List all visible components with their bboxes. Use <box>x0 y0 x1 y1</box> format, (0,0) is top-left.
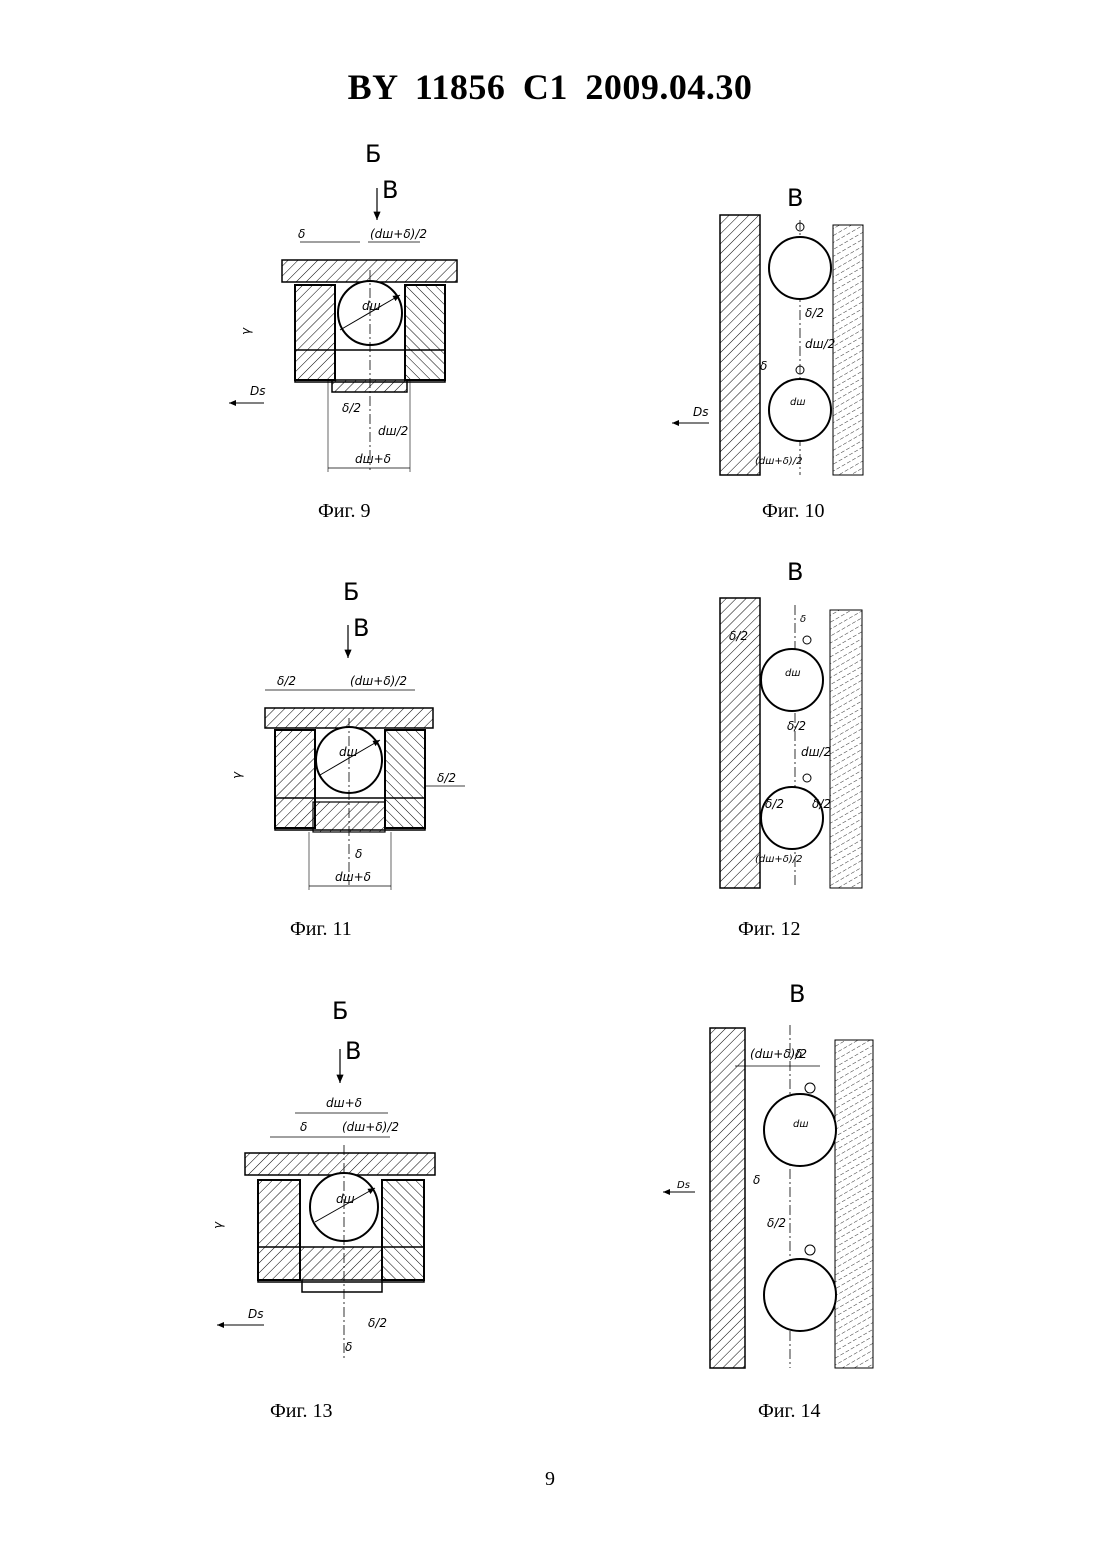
fig11-view-label: В <box>353 614 369 642</box>
figure-11-drawing: Б В δ/2 (dш+δ)/2 dш γ δ/2 δ dш+δ <box>225 570 475 900</box>
fig9-delta-half-label: δ/2 <box>342 401 361 415</box>
fig11-delta-half-right-label: δ/2 <box>437 771 456 785</box>
page-number: 9 <box>0 1468 1100 1491</box>
fig10-caption: Фиг. 10 <box>762 500 824 523</box>
fig11-delta-half-label: δ/2 <box>277 674 296 688</box>
fig9-view-label: В <box>382 176 398 204</box>
figure-13: Б В dш+δ δ (dш+δ)/2 dш γ Ds δ/2 δ <box>210 985 450 1370</box>
fig12-dhalf-label: (dш+δ)/2 <box>755 854 803 865</box>
fig12-dw-half-label: dш/2 <box>801 745 831 759</box>
fig13-delta-half-label: δ/2 <box>368 1316 387 1330</box>
fig12-caption: Фиг. 12 <box>738 918 800 941</box>
document-header: BY 11856 C1 2009.04.30 <box>0 66 1100 108</box>
figure-9-drawing: Б В dш δ (dш+δ)/2 γ Ds δ/2 dш/2 dш+δ <box>220 130 470 485</box>
fig13-view-label: В <box>345 1037 361 1065</box>
fig13-gamma-label: γ <box>211 1221 225 1229</box>
fig12-delta-label: δ <box>800 614 806 625</box>
fig12-dw-label: dш <box>785 668 801 679</box>
fig11-dhalf-label: (dш+δ)/2 <box>350 674 407 688</box>
fig13-delta-label: δ <box>300 1120 307 1134</box>
fig14-ds-label: Ds <box>677 1180 690 1191</box>
figure-9: Б В dш δ (dш+δ)/2 γ Ds δ/2 dш/2 dш+δ <box>220 130 470 485</box>
figure-12: В δ δ/2 dш δ/2 dш/2 δ/2 δ/2 (dш+δ)/2 <box>715 550 875 890</box>
figure-10: В δ/2 dш/2 δ dш Ds (dш+δ)/2 <box>665 180 875 480</box>
fig9-delta-label: δ <box>298 227 305 241</box>
fig14-caption: Фиг. 14 <box>758 1400 820 1423</box>
fig13-dw-plus-delta-label: dш+δ <box>326 1096 362 1110</box>
fig12-delta-half-b-label: δ/2 <box>812 797 831 811</box>
fig10-dhalf-label: (dш+δ)/2 <box>755 456 803 467</box>
fig12-view-label: В <box>787 558 803 586</box>
fig14-view-label: В <box>789 980 805 1008</box>
fig13-caption: Фиг. 13 <box>270 1400 332 1423</box>
figure-10-drawing: В δ/2 dш/2 δ dш Ds (dш+δ)/2 <box>665 180 875 480</box>
fig12-delta-half-a-label: δ/2 <box>765 797 784 811</box>
fig9-section-label: Б <box>365 140 381 168</box>
fig10-delta-label: δ <box>760 359 767 373</box>
fig14-dw-label: dш <box>793 1119 809 1130</box>
fig13-dhalf-label: (dш+δ)/2 <box>342 1120 399 1134</box>
fig11-section-label: Б <box>343 578 359 606</box>
fig11-caption: Фиг. 11 <box>290 918 352 941</box>
fig13-ds-label: Ds <box>248 1307 264 1321</box>
fig10-ds-label: Ds <box>693 405 709 419</box>
fig11-delta-label: δ <box>355 847 362 861</box>
fig10-delta-half-label: δ/2 <box>805 306 824 320</box>
fig12-delta-half-label: δ/2 <box>729 629 748 643</box>
fig10-dw-half-label: dш/2 <box>805 337 835 351</box>
fig12-delta-half-mid-label: δ/2 <box>787 719 806 733</box>
fig10-view-label: В <box>787 184 803 212</box>
fig10-dw-label: dш <box>790 397 806 408</box>
fig11-dw-label: dш <box>339 745 358 759</box>
fig14-delta-label: δ <box>795 1047 802 1061</box>
fig9-dw-label: dш <box>362 299 381 313</box>
fig9-dw-plus-delta-label: dш+δ <box>355 452 391 466</box>
figure-11: Б В δ/2 (dш+δ)/2 dш γ δ/2 δ dш+δ <box>225 570 475 900</box>
fig13-section-label: Б <box>332 997 348 1025</box>
fig14-delta-half-label: δ/2 <box>767 1216 786 1230</box>
figure-14: В (dш+δ)/2 δ dш Ds δ δ/2 <box>655 970 890 1375</box>
fig13-dw-label: dш <box>336 1192 355 1206</box>
fig9-gamma-label: γ <box>239 327 253 335</box>
figure-12-drawing: В δ δ/2 dш δ/2 dш/2 δ/2 δ/2 (dш+δ)/2 <box>715 550 875 890</box>
fig11-dw-plus-delta-label: dш+δ <box>335 870 371 884</box>
figure-14-drawing: В (dш+δ)/2 δ dш Ds δ δ/2 <box>655 970 890 1375</box>
fig14-delta-mid-label: δ <box>753 1173 760 1187</box>
fig9-caption: Фиг. 9 <box>318 500 370 523</box>
fig9-ds-label: Ds <box>250 384 266 398</box>
figure-13-drawing: Б В dш+δ δ (dш+δ)/2 dш γ Ds δ/2 δ <box>210 985 450 1370</box>
fig11-gamma-label: γ <box>230 771 244 779</box>
fig9-dhalf-label: (dш+δ)/2 <box>370 227 427 241</box>
fig13-delta-bottom-label: δ <box>345 1340 352 1354</box>
fig9-dw-half-label: dш/2 <box>378 424 408 438</box>
